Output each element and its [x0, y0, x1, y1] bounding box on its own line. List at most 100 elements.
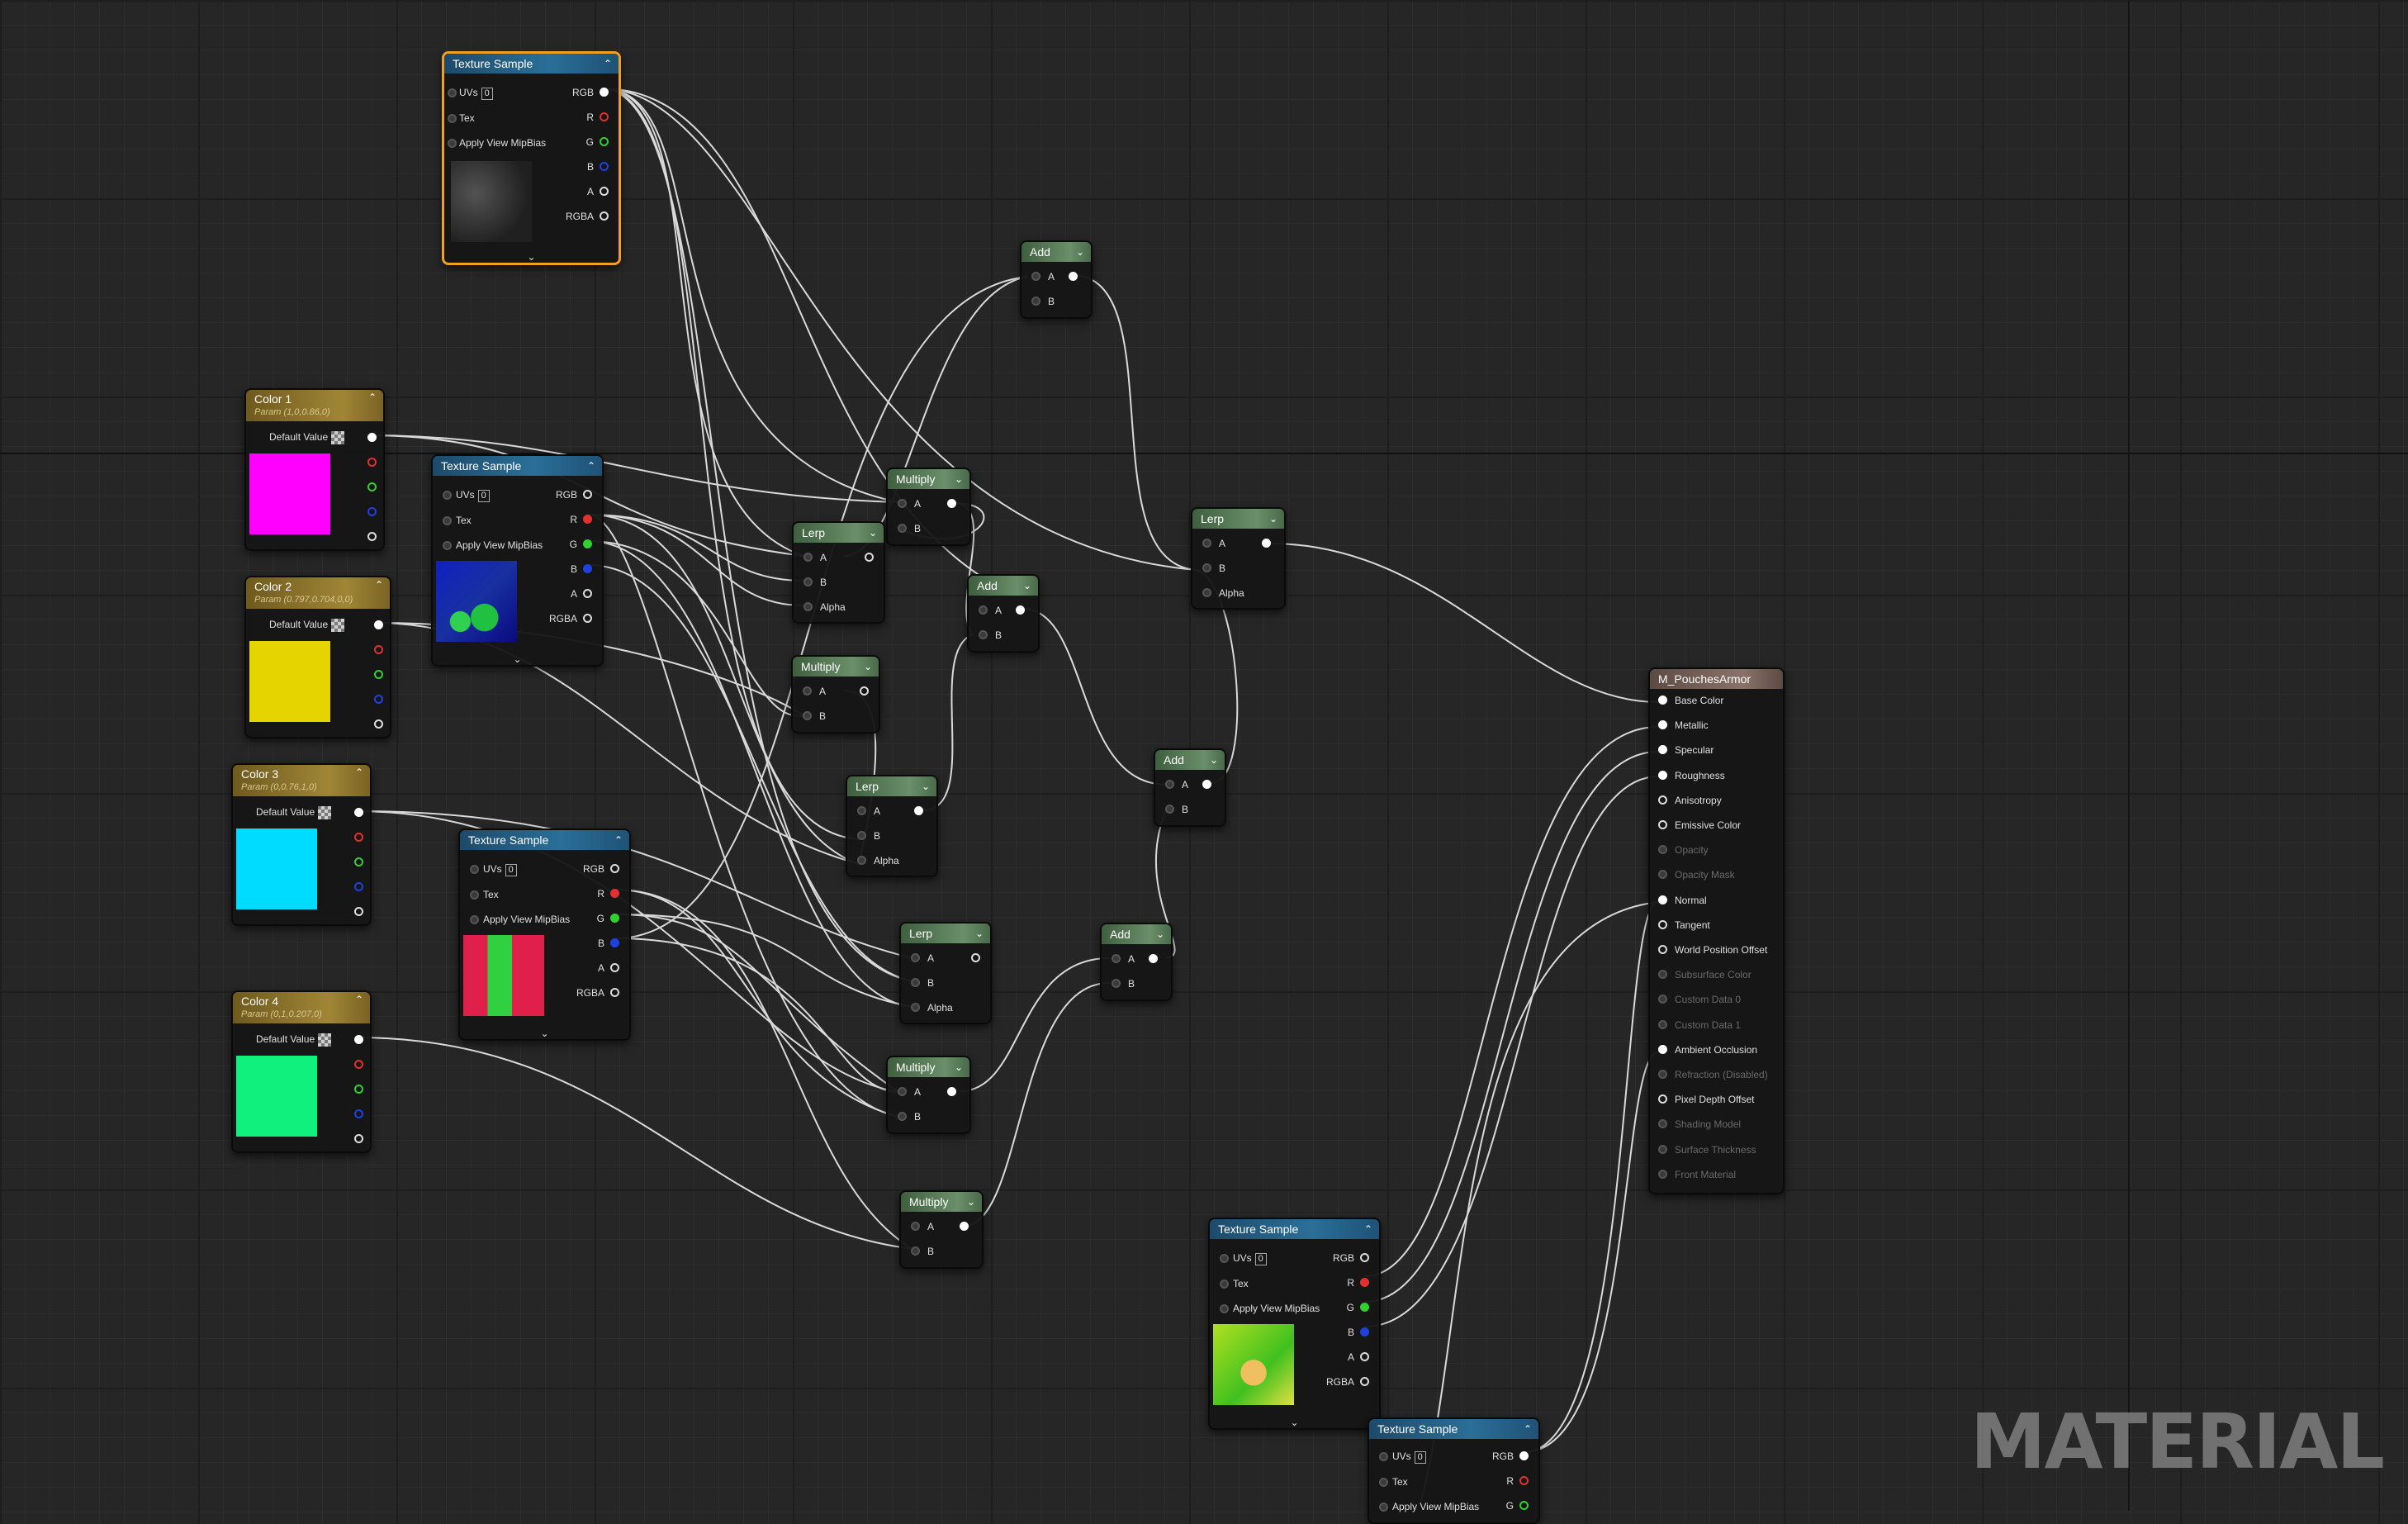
- pin-rgb[interactable]: [600, 88, 609, 97]
- input-pin[interactable]: [1658, 895, 1667, 904]
- input-pin[interactable]: [1658, 696, 1667, 705]
- pin-a[interactable]: [354, 907, 363, 916]
- result-pin-0[interactable]: Base Color: [1675, 694, 1723, 707]
- multiply-node-4[interactable]: Multiply⌄ A B: [899, 1190, 984, 1269]
- result-pin-2[interactable]: Specular: [1675, 743, 1714, 757]
- pin-a[interactable]: [374, 719, 383, 729]
- node-header[interactable]: M_PouchesArmor: [1650, 669, 1783, 689]
- pin-rgba[interactable]: [600, 211, 609, 221]
- pin-r[interactable]: [610, 889, 619, 898]
- pin-b[interactable]: [354, 882, 363, 891]
- pin-b[interactable]: [610, 938, 619, 947]
- node-header[interactable]: Lerp⌄: [901, 923, 990, 943]
- collapse-icon[interactable]: ⌃: [604, 54, 612, 74]
- pin-r[interactable]: [367, 458, 377, 467]
- node-header[interactable]: Multiply⌄: [888, 1057, 969, 1077]
- result-pin-5[interactable]: Emissive Color: [1675, 819, 1741, 832]
- pin-b[interactable]: [367, 507, 377, 516]
- pin-g[interactable]: [354, 857, 363, 866]
- output-pin[interactable]: [1262, 539, 1271, 548]
- input-pin[interactable]: [1658, 771, 1667, 780]
- lerp-node-4[interactable]: Lerp⌄ A B Alpha: [899, 922, 992, 1024]
- pin-rgb[interactable]: [354, 1035, 363, 1044]
- pin-a[interactable]: [367, 532, 377, 541]
- node-header[interactable]: Multiply⌄: [888, 469, 969, 489]
- input-pin[interactable]: [1658, 920, 1667, 929]
- pin-b[interactable]: [583, 564, 592, 573]
- pin-b[interactable]: [354, 1109, 363, 1118]
- node-header[interactable]: Add⌄: [969, 576, 1038, 596]
- output-pin[interactable]: [971, 953, 980, 962]
- pin-r[interactable]: [354, 1060, 363, 1069]
- lerp-node-3[interactable]: Lerp⌄ A B Alpha: [846, 775, 938, 877]
- node-header[interactable]: Lerp⌄: [1192, 509, 1284, 529]
- output-pin[interactable]: [914, 806, 923, 815]
- result-pin-10[interactable]: World Position Offset: [1675, 943, 1767, 957]
- pin-a[interactable]: [610, 963, 619, 972]
- output-pin[interactable]: [1069, 272, 1078, 281]
- pin-a[interactable]: [354, 1134, 363, 1143]
- result-pin-16[interactable]: Pixel Depth Offset: [1675, 1093, 1755, 1106]
- pin-rgb[interactable]: [583, 490, 592, 499]
- multiply-node-3[interactable]: Multiply⌄ A B: [886, 1056, 971, 1134]
- output-pin[interactable]: [947, 499, 956, 508]
- output-pin[interactable]: [1202, 780, 1211, 789]
- pin-g[interactable]: [374, 670, 383, 679]
- input-pin[interactable]: [1658, 745, 1667, 754]
- node-header[interactable]: Lerp⌄: [794, 523, 884, 543]
- result-pin-14[interactable]: Ambient Occlusion: [1675, 1043, 1757, 1056]
- pin-g[interactable]: [583, 539, 592, 548]
- pin-a[interactable]: [583, 589, 592, 598]
- node-header[interactable]: Texture Sample⌃: [444, 54, 619, 74]
- color-swatch[interactable]: [249, 453, 330, 534]
- input-pin[interactable]: [1658, 820, 1667, 829]
- output-pin[interactable]: [1016, 605, 1025, 615]
- result-pin-4[interactable]: Anisotropy: [1675, 794, 1722, 807]
- node-header[interactable]: Add⌄: [1155, 750, 1225, 770]
- result-pin-3[interactable]: Roughness: [1675, 769, 1725, 782]
- pin-b[interactable]: [374, 695, 383, 704]
- node-header[interactable]: Texture Sample⌃: [1210, 1219, 1379, 1239]
- pin-rgba[interactable]: [583, 614, 592, 623]
- pin-r[interactable]: [1360, 1278, 1369, 1287]
- mip-input[interactable]: Apply View MipBias: [1392, 1500, 1479, 1513]
- node-header[interactable]: Texture Sample⌃: [433, 456, 602, 476]
- input-pin[interactable]: [1658, 795, 1667, 805]
- expand-icon[interactable]: ⌄: [460, 1028, 629, 1039]
- mip-input[interactable]: Apply View MipBias: [1233, 1302, 1320, 1315]
- pin-rgb[interactable]: [1519, 1451, 1529, 1460]
- pin-r[interactable]: [1519, 1476, 1529, 1485]
- tex-input[interactable]: Tex: [483, 888, 499, 901]
- pin-a[interactable]: [600, 187, 609, 196]
- pin-rgba[interactable]: [610, 988, 619, 997]
- result-pin-8[interactable]: Normal: [1675, 894, 1707, 907]
- output-pin[interactable]: [947, 1087, 956, 1096]
- node-header[interactable]: Add⌄: [1022, 242, 1091, 262]
- pin-b[interactable]: [600, 162, 609, 171]
- add-node-4[interactable]: Add⌄ A B: [1100, 923, 1173, 1001]
- mip-input[interactable]: Apply View MipBias: [459, 136, 546, 150]
- lerp-node-2[interactable]: Lerp⌄ A B Alpha: [1191, 507, 1286, 610]
- pin-r[interactable]: [354, 833, 363, 842]
- expand-icon[interactable]: ⌄: [433, 653, 602, 665]
- node-header[interactable]: Texture Sample⌃: [460, 830, 629, 850]
- pin-g[interactable]: [367, 482, 377, 491]
- pin-g[interactable]: [1519, 1501, 1529, 1510]
- node-header[interactable]: Lerp⌄: [847, 776, 936, 796]
- add-node-2[interactable]: Add⌄ A B: [967, 574, 1040, 653]
- pin-r[interactable]: [600, 112, 609, 121]
- pin-g[interactable]: [1360, 1303, 1369, 1312]
- pin-rgb[interactable]: [1360, 1253, 1369, 1262]
